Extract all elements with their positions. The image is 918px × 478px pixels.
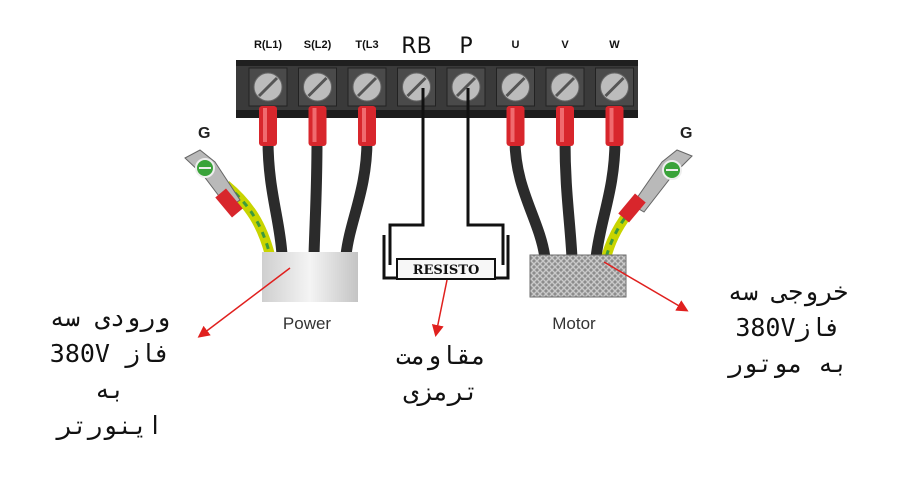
resistor-label: RESISTO: [413, 263, 480, 278]
motor-cable-braid: [529, 254, 627, 298]
screw-slot-8: [604, 76, 625, 98]
motor-cables: [509, 134, 644, 264]
cable-u: [509, 134, 551, 264]
terminal-label-2: S(L2): [304, 39, 332, 51]
power-label: Power: [283, 314, 332, 333]
lug-7: [556, 106, 574, 146]
cable-t: [340, 134, 373, 261]
motor-label: Motor: [552, 314, 596, 333]
screw-slot-2: [307, 76, 328, 98]
terminal-screws: [248, 67, 634, 107]
lug-highlight-8: [609, 108, 614, 142]
screw-slot-1: [257, 76, 279, 98]
power-cables: [222, 134, 373, 261]
output-note-line2: فاز380V: [735, 313, 841, 342]
ground-label-right: G: [680, 125, 692, 142]
cable-s: [308, 134, 323, 261]
brake-resistor: [396, 258, 496, 280]
output-note-line3: به موتور: [727, 349, 849, 378]
output-arrow: [603, 261, 689, 312]
terminal-label-7: V: [561, 39, 569, 51]
lug-highlight-1: [263, 108, 267, 142]
lug-highlight-6: [510, 108, 515, 142]
terminal-label-3: T(L3: [355, 39, 378, 51]
annotation-arrows: [197, 261, 689, 338]
screw-slot-5: [455, 76, 477, 98]
ground-lug-right: [618, 149, 693, 223]
ground-lug-left: [184, 149, 243, 218]
terminal-label-5: P: [459, 34, 472, 59]
lug-6: [506, 106, 525, 146]
screw-slot-3: [356, 76, 378, 98]
cable-lugs: [259, 106, 624, 146]
screw-slot-6: [505, 76, 526, 98]
lug-8: [605, 106, 624, 146]
screw-slot-4: [406, 76, 427, 98]
output-note: خروجی سه فاز380V به موتور: [688, 274, 888, 382]
brake-note: مقاومت ترمزی: [356, 338, 526, 410]
cable-v: [559, 134, 578, 264]
output-note-line1: خروجی سه: [727, 277, 849, 306]
terminal-label-4: RB: [401, 34, 431, 59]
cable-w: [590, 134, 621, 264]
brake-note-line1: مقاومت: [395, 341, 487, 370]
power-cable-sleeve: [262, 252, 358, 302]
input-note: ورودی سه فاز 380V به اینورتر: [10, 300, 210, 444]
lug-highlight-7: [560, 108, 564, 142]
lug-highlight-3: [362, 108, 366, 142]
terminal-block-top-strip: [236, 60, 638, 66]
lug-2: [308, 106, 327, 146]
screw-slot-7: [554, 76, 576, 98]
terminal-label-1: R(L1): [254, 39, 282, 51]
brake-arrow: [431, 279, 448, 337]
terminal-block-bottom-strip: [236, 110, 638, 118]
terminal-labels: R(L1) S(L2) T(L3 RB P U V W: [254, 34, 620, 59]
terminal-label-6: U: [512, 39, 520, 51]
input-arrow: [197, 267, 291, 338]
brake-note-line2: ترمزی: [403, 377, 479, 406]
input-note-line1: ورودی سه: [49, 303, 171, 332]
ground-label-left: G: [198, 125, 210, 142]
lug-highlight-2: [312, 108, 317, 142]
input-note-line4: اینورتر: [57, 411, 163, 440]
cable-r: [262, 134, 288, 261]
lug-3: [358, 106, 376, 146]
terminal-label-8: W: [609, 39, 620, 51]
input-note-line2: فاز 380V: [49, 339, 171, 368]
input-note-line3: به: [94, 375, 126, 404]
lug-1: [259, 106, 277, 146]
